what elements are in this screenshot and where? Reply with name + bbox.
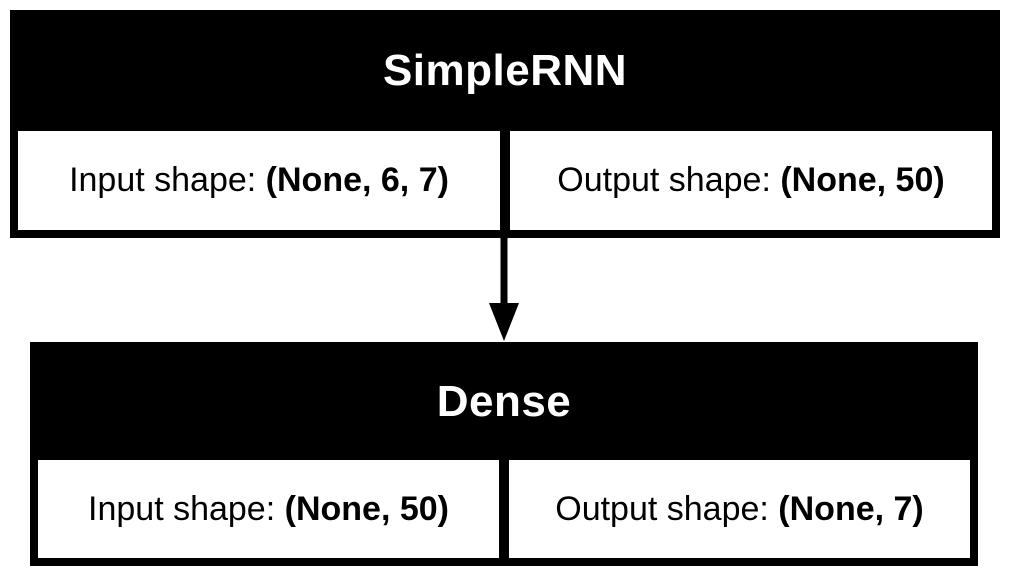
shape-cells-dense: Input shape: (None, 50) Output shape: (N…	[38, 460, 970, 558]
shape-cells-simplernn: Input shape: (None, 6, 7) Output shape: …	[18, 131, 992, 230]
layer-node-dense: Dense Input shape: (None, 50) Output sha…	[30, 342, 978, 566]
output-shape-label: Output shape:	[555, 489, 779, 528]
output-shape-text: Output shape: (None, 7)	[555, 490, 924, 529]
input-shape-cell-dense: Input shape: (None, 50)	[38, 460, 499, 558]
layer-name-dense: Dense	[436, 377, 572, 426]
input-shape-text: Input shape: (None, 6, 7)	[69, 161, 449, 200]
output-shape-cell-simplernn: Output shape: (None, 50)	[510, 131, 992, 230]
layer-node-simplernn: SimpleRNN Input shape: (None, 6, 7) Outp…	[10, 10, 1000, 238]
output-shape-text: Output shape: (None, 50)	[557, 161, 944, 200]
input-shape-value: (None, 6, 7)	[265, 161, 449, 199]
input-shape-text: Input shape: (None, 50)	[88, 490, 449, 529]
output-shape-label: Output shape:	[557, 161, 781, 199]
input-shape-cell-simplernn: Input shape: (None, 6, 7)	[18, 131, 500, 230]
input-shape-value: (None, 50)	[284, 489, 449, 528]
output-shape-value: (None, 7)	[778, 489, 924, 528]
output-shape-cell-dense: Output shape: (None, 7)	[509, 460, 970, 558]
input-shape-label: Input shape:	[88, 489, 285, 528]
input-shape-label: Input shape:	[69, 161, 266, 199]
layer-name-simplernn: SimpleRNN	[382, 45, 628, 95]
output-shape-value: (None, 50)	[780, 161, 945, 199]
